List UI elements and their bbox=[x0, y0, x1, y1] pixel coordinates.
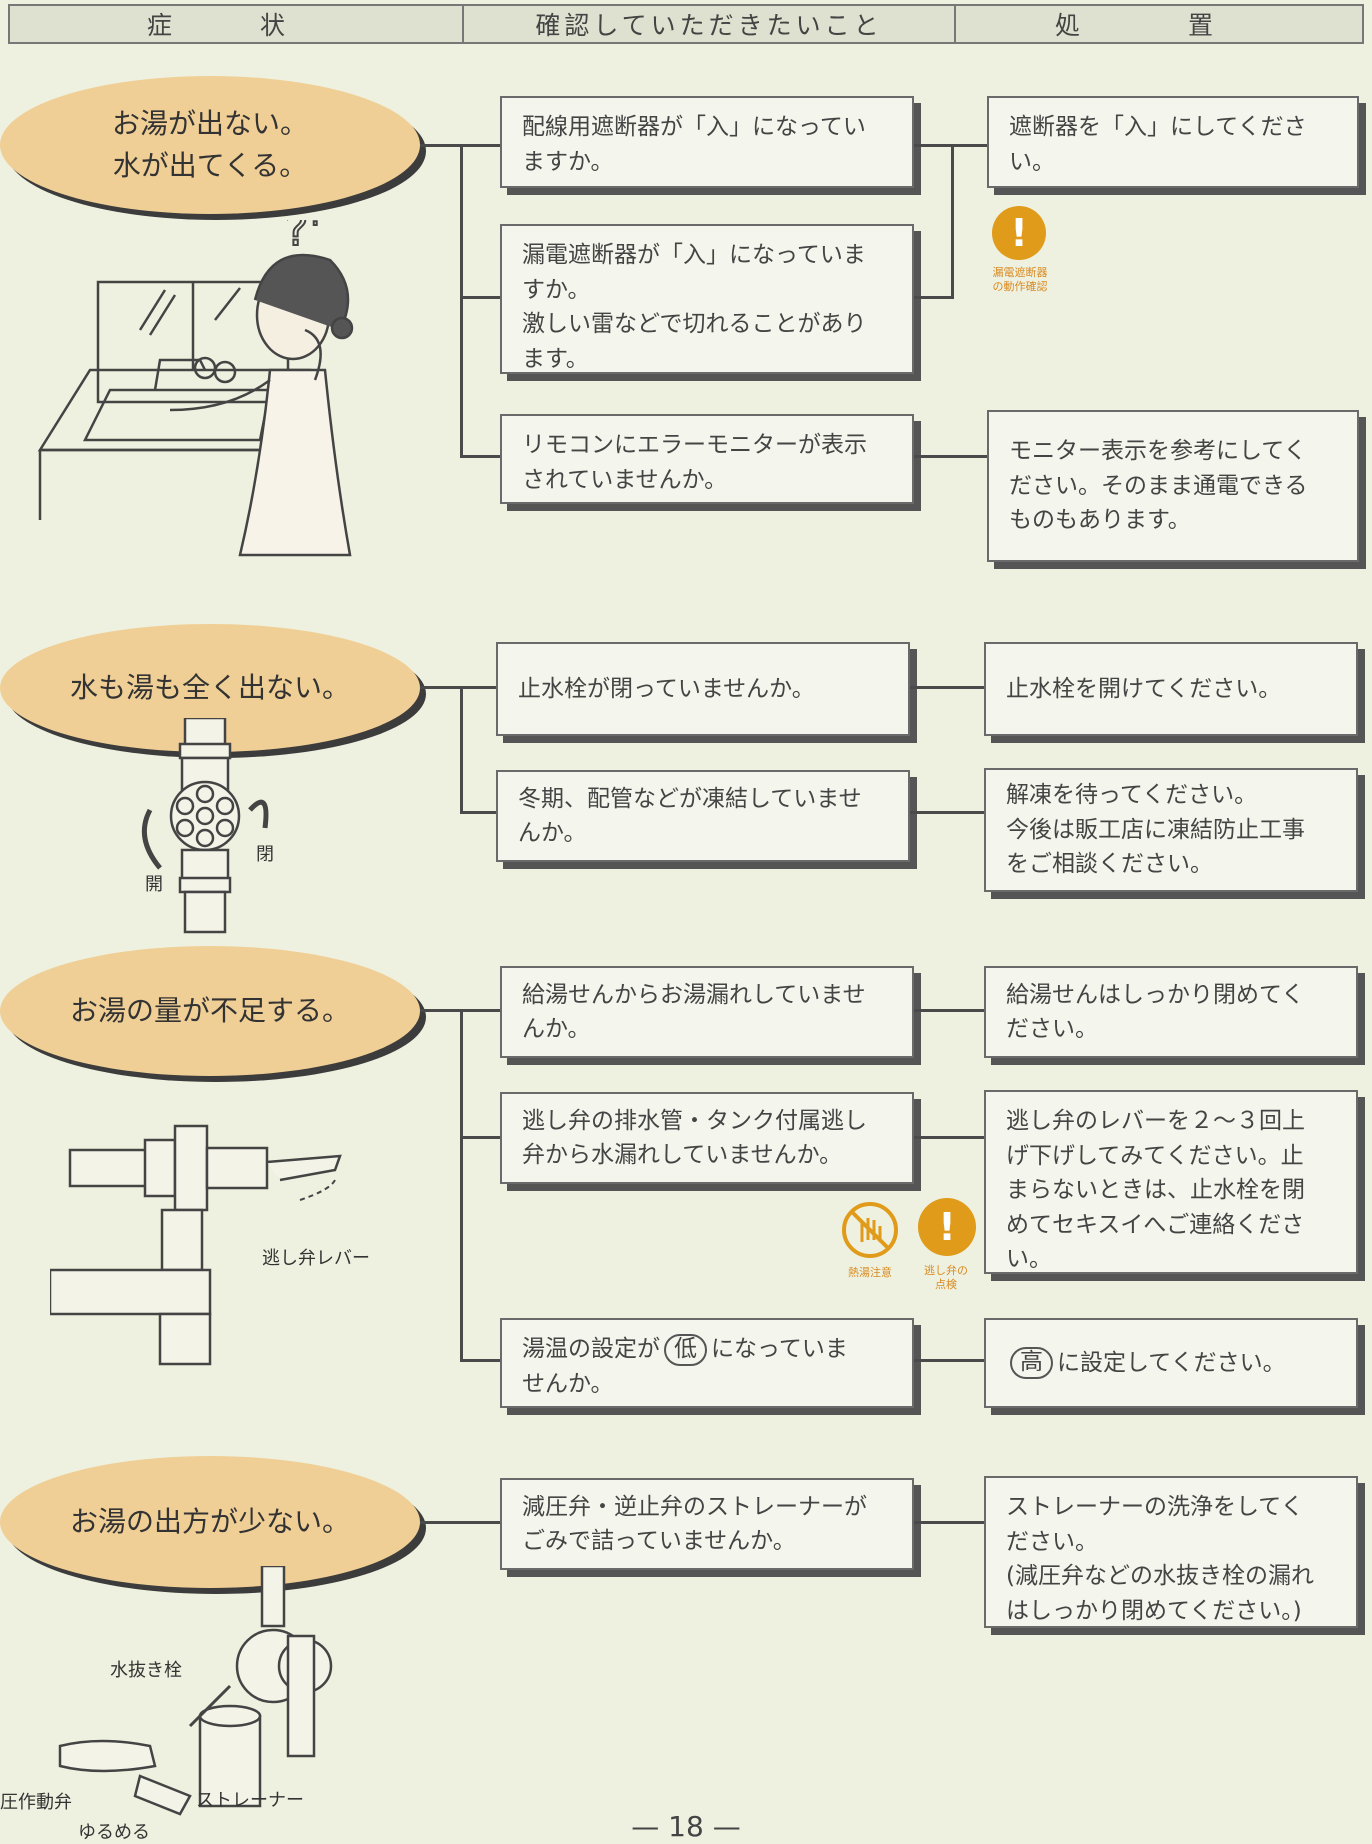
relief-valve-illustration bbox=[50, 1124, 342, 1366]
symptom-oval-1: お湯が出ない。 水が出てくる。 bbox=[0, 76, 420, 214]
strainer-label: ストレーナー bbox=[196, 1790, 304, 1811]
drain-plug-label: 水抜き栓 bbox=[110, 1660, 182, 1681]
action-box-2-2: 解凍を待ってください。 今後は販工店に凍結防止工事 をご相談ください。 bbox=[984, 768, 1358, 892]
table-header: 症 状 確認していただきたいこと 処 置 bbox=[8, 4, 1364, 44]
action-box-3-1: 給湯せんはしっかり閉めてく ださい。 bbox=[984, 966, 1358, 1058]
header-action: 処 置 bbox=[1055, 11, 1263, 40]
check-box-3-3: 湯温の設定が低になっていま せんか。 bbox=[500, 1318, 914, 1408]
a33-post: に設定してください。 bbox=[1057, 1349, 1286, 1376]
hot-water-caution-icon bbox=[842, 1202, 898, 1258]
low-setting-mark: 低 bbox=[664, 1334, 707, 1366]
check-box-3-1: 給湯せんからお湯漏れしていませ んか。 bbox=[500, 966, 914, 1058]
symptom-1-line2: 水が出てくる。 bbox=[112, 149, 308, 182]
stop-valve-illustration bbox=[141, 718, 269, 934]
symptom-oval-2: 水も湯も全く出ない。 bbox=[0, 624, 420, 752]
check-box-2-2: 冬期、配管などが凍結していませ んか。 bbox=[496, 770, 910, 862]
check-box-4-1: 減圧弁・逆止弁のストレーナーが ごみで詰っていませんか。 bbox=[500, 1478, 914, 1570]
page-number: — 18 — bbox=[631, 1810, 741, 1843]
label-open: 開 bbox=[145, 874, 163, 895]
hot-caption: 熱湯注意 bbox=[848, 1266, 892, 1279]
symptom-oval-3: お湯の量が不足する。 bbox=[0, 946, 420, 1076]
label-close: 閉 bbox=[256, 844, 274, 865]
symptom-2: 水も湯も全く出ない。 bbox=[69, 671, 350, 704]
header-check: 確認していただきたいこと bbox=[464, 6, 956, 42]
c33-pre: 湯温の設定が bbox=[522, 1336, 660, 1362]
check-box-1-2: 漏電遮断器が「入」になっていま すか。 激しい雷などで切れることがあり ます。 bbox=[500, 224, 914, 374]
check-box-2-1: 止水栓が閉っていませんか。 bbox=[496, 642, 910, 736]
svg-text:?: ? bbox=[308, 220, 324, 233]
svg-text:?: ? bbox=[285, 220, 308, 256]
check-box-3-2: 逃し弁の排水管・タンク付属逃し 弁から水漏れしていませんか。 bbox=[500, 1092, 914, 1184]
valve-check-caution-icon: ! bbox=[918, 1198, 976, 1256]
check-box-1-1: 配線用遮断器が「入」になってい ますか。 bbox=[500, 96, 914, 188]
strainer-cleaning-illustration bbox=[58, 1566, 333, 1816]
caution-icon: ! bbox=[992, 206, 1046, 260]
symptom-oval-4: お湯の出方が少ない。 bbox=[0, 1456, 420, 1588]
caution-caption: 漏電遮断器 の動作確認 bbox=[992, 266, 1048, 293]
check-box-1-3: リモコンにエラーモニターが表示 されていませんか。 bbox=[500, 414, 914, 504]
action-box-2-1: 止水栓を開けてください。 bbox=[984, 642, 1358, 736]
loosen-label: ゆるめる bbox=[78, 1822, 150, 1843]
action-box-3-3: 高に設定してください。 bbox=[984, 1318, 1358, 1408]
header-symptom: 症 状 bbox=[10, 6, 464, 42]
pressure-valve-label: 圧作動弁 bbox=[0, 1792, 72, 1813]
action-box-4-1: ストレーナーの洗浄をしてく ださい。 (減圧弁などの水抜き栓の漏れ はしっかり閉… bbox=[984, 1476, 1358, 1628]
symptom-4: お湯の出方が少ない。 bbox=[69, 1505, 350, 1538]
high-setting-mark: 高 bbox=[1010, 1347, 1053, 1379]
relief-lever-label: 逃し弁レバー bbox=[262, 1248, 370, 1269]
symptom-3: お湯の量が不足する。 bbox=[69, 994, 350, 1027]
c33-line2: せんか。 bbox=[522, 1370, 614, 1397]
action-box-1-3: モニター表示を参考にしてく ださい。そのまま通電できる ものもあります。 bbox=[987, 410, 1359, 562]
c33-post: になっていま bbox=[711, 1336, 848, 1362]
action-box-3-2: 逃し弁のレバーを２～３回上 げ下げしてみてください。止 まらないときは、止水栓を… bbox=[984, 1090, 1358, 1274]
action-box-1-1: 遮断器を「入」にしてくださ い。 bbox=[987, 96, 1359, 188]
valve-caption: 逃し弁の 点検 bbox=[924, 1264, 968, 1291]
symptom-1-line1: お湯が出ない。 bbox=[111, 107, 308, 140]
woman-at-sink-illustration: ? ? bbox=[37, 220, 354, 557]
